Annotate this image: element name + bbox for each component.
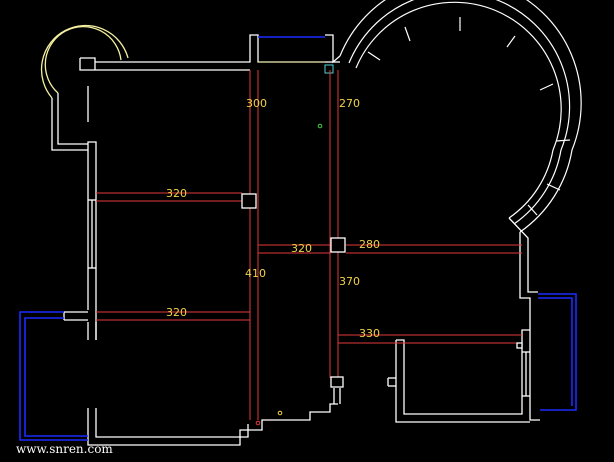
blue-railings [19, 36, 577, 441]
dim-320-low: 320 [166, 306, 187, 319]
dim-410: 410 [245, 267, 266, 280]
dim-300: 300 [246, 97, 267, 110]
dim-330: 330 [359, 327, 380, 340]
dim-320-top: 320 [166, 187, 187, 200]
walls [51, 34, 540, 446]
watermark: www.snren.com [16, 442, 113, 456]
dimension-lines [96, 70, 522, 420]
dim-370: 370 [339, 275, 360, 288]
green-marker [317, 123, 323, 129]
cyan-marker [324, 64, 334, 74]
dim-280: 280 [359, 238, 380, 251]
columns [241, 193, 523, 388]
bay-window-top-left [40, 24, 129, 99]
dim-320-mid: 320 [291, 242, 312, 255]
curved-balcony-top-right [339, 0, 582, 233]
red-marker [255, 420, 261, 426]
yellow-marker [277, 410, 283, 416]
dim-270: 270 [339, 97, 360, 110]
